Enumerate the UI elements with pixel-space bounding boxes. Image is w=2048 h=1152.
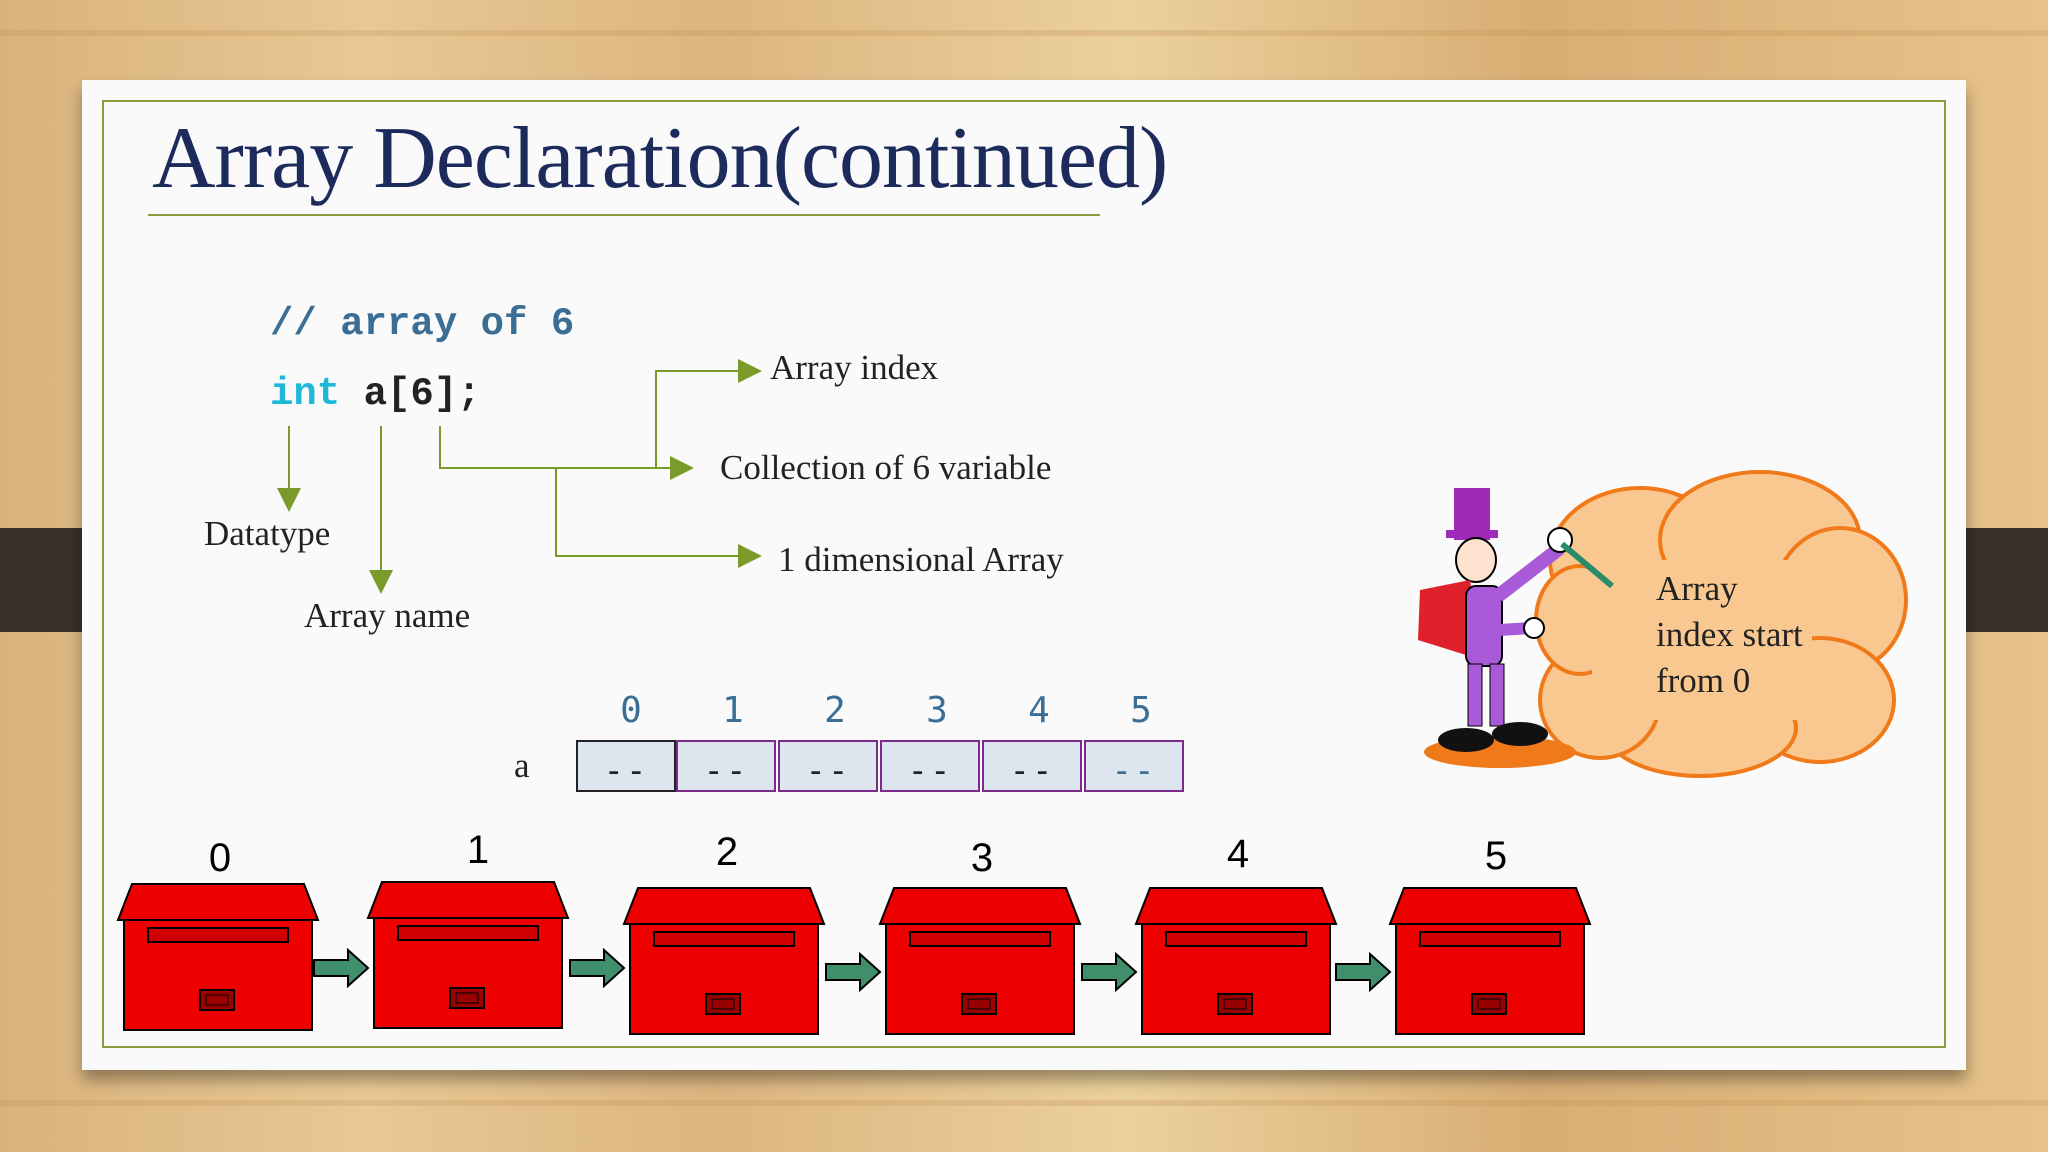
arrow-to-array-index bbox=[655, 359, 762, 468]
mailbox-number: 4 bbox=[1226, 832, 1250, 876]
arrow-to-collection bbox=[439, 426, 694, 480]
array-cell: -- bbox=[778, 740, 878, 792]
label-array-index: Array index bbox=[770, 348, 939, 387]
mailbox-number: 1 bbox=[466, 828, 490, 872]
array-cell: -- bbox=[982, 740, 1082, 792]
code-identifier: a[6]; bbox=[340, 372, 481, 416]
cloud-line: index start bbox=[1656, 615, 1803, 654]
cloud-line: from 0 bbox=[1656, 661, 1751, 700]
array-cell: -- bbox=[1084, 740, 1184, 792]
arrow-to-dimensional bbox=[555, 468, 762, 568]
mailbox-number: 3 bbox=[970, 836, 994, 880]
label-dimensional: 1 dimensional Array bbox=[778, 540, 1064, 579]
title-underline bbox=[148, 214, 1100, 216]
cloud-shape bbox=[1534, 470, 1908, 778]
label-array-name: Array name bbox=[304, 596, 471, 635]
code-keyword: int bbox=[270, 372, 341, 416]
array-index-label: 2 bbox=[824, 690, 846, 731]
slide-title: Array Declaration(continued) bbox=[152, 110, 1168, 207]
label-datatype: Datatype bbox=[204, 514, 331, 553]
wood-grain bbox=[0, 1100, 2048, 1106]
array-index-label: 4 bbox=[1028, 690, 1050, 731]
array-cell: -- bbox=[576, 740, 676, 792]
array-index-label: 5 bbox=[1130, 690, 1152, 731]
array-index-label: 1 bbox=[722, 690, 744, 731]
code-declaration: int a[6]; bbox=[270, 372, 481, 416]
mailbox-number: 5 bbox=[1484, 834, 1508, 878]
array-cell: -- bbox=[676, 740, 776, 792]
cloud-line: Array bbox=[1656, 569, 1738, 608]
mailbox-number: 0 bbox=[208, 836, 232, 880]
array-index-label: 0 bbox=[620, 690, 642, 731]
slide-frame bbox=[102, 100, 1946, 1048]
array-index-label: 3 bbox=[926, 690, 948, 731]
code-comment: // array of 6 bbox=[270, 302, 575, 346]
magician-figure bbox=[1418, 488, 1614, 768]
cloud-text: Array index start from 0 bbox=[1656, 566, 1803, 704]
array-name-label: a bbox=[514, 746, 530, 785]
label-collection: Collection of 6 variable bbox=[720, 448, 1052, 487]
mailbox-number: 2 bbox=[715, 830, 739, 874]
array-cell: -- bbox=[880, 740, 980, 792]
wood-grain bbox=[0, 30, 2048, 36]
